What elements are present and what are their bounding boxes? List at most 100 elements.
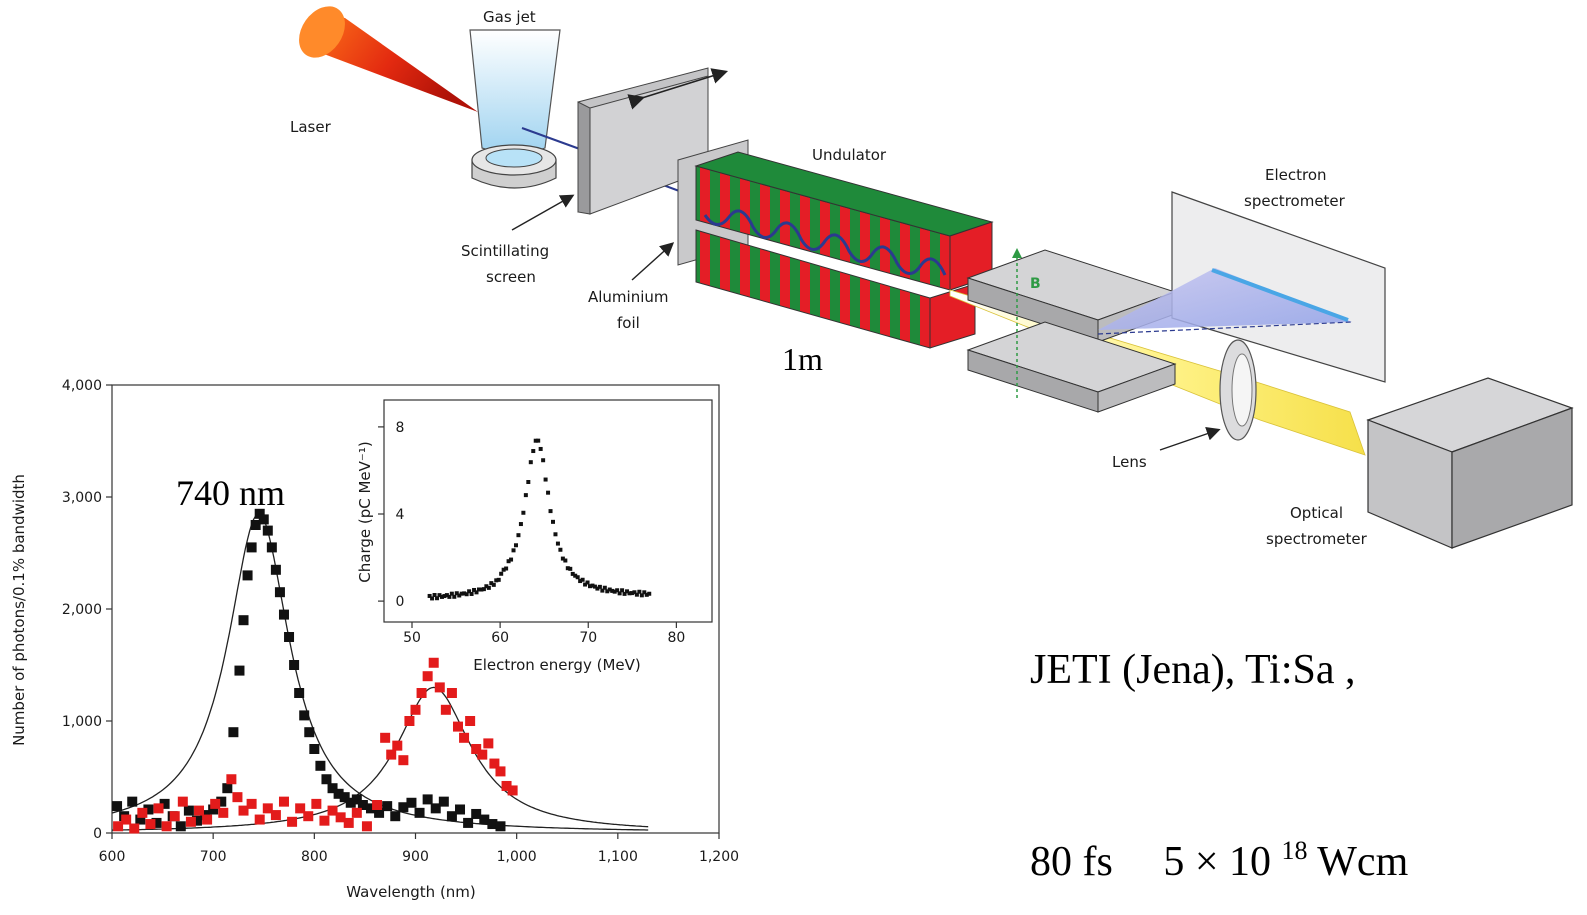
inset-data-point xyxy=(439,594,444,599)
data-point-black xyxy=(266,542,277,553)
data-point-black xyxy=(228,727,239,738)
data-point-red xyxy=(471,744,482,754)
caption: JETI (Jena), Ti:Sa , 80 fs 5 × 10 18 Wcm xyxy=(1030,647,1409,885)
data-point-red xyxy=(295,803,306,814)
inset-data-point xyxy=(642,590,647,595)
caption-line-2: 80 fs 5 × 10 18 Wcm xyxy=(1030,823,1409,885)
main-x-tick-label: 800 xyxy=(301,849,328,865)
inset-chart-points xyxy=(427,438,652,601)
main-y-tick-label: 1,000 xyxy=(62,714,102,730)
data-point-black xyxy=(438,796,449,807)
data-point-black xyxy=(382,801,393,812)
pointer-aluminium xyxy=(631,242,675,281)
data-point-black xyxy=(430,803,441,814)
inset-data-point xyxy=(499,571,504,576)
data-point-red xyxy=(113,821,124,832)
inset-data-point xyxy=(511,548,516,553)
data-point-red xyxy=(428,657,439,668)
label-undulator-length: 1m xyxy=(782,341,823,377)
inset-data-point xyxy=(563,558,568,563)
data-point-red xyxy=(386,749,397,760)
label-optical-spectrometer-1: Optical xyxy=(1290,504,1343,522)
main-x-tick-label: 1,100 xyxy=(598,849,638,865)
data-point-red xyxy=(434,682,445,693)
inset-data-point xyxy=(600,588,605,593)
data-point-black xyxy=(250,520,261,530)
data-point-black xyxy=(309,744,320,754)
pointer-lens xyxy=(1159,427,1221,451)
inset-data-point xyxy=(585,580,590,585)
data-point-red xyxy=(392,740,403,751)
inset-data-point xyxy=(560,556,565,561)
inset-chart-frame xyxy=(383,399,713,623)
data-point-red xyxy=(489,758,500,769)
data-point-red xyxy=(422,671,433,682)
fit-curve xyxy=(112,686,649,831)
data-point-black xyxy=(374,807,385,818)
inset-data-point xyxy=(622,591,627,596)
inset-data-point xyxy=(430,596,435,601)
inset-data-point xyxy=(513,543,518,548)
data-point-black xyxy=(238,615,249,626)
data-point-red xyxy=(262,803,273,814)
data-point-black xyxy=(143,804,154,815)
data-point-black xyxy=(274,587,285,598)
label-lens: Lens xyxy=(1112,453,1147,471)
data-point-black xyxy=(246,542,257,553)
inset-data-point xyxy=(533,438,538,443)
data-point-black xyxy=(270,564,281,575)
data-point-red xyxy=(319,815,330,826)
data-point-black xyxy=(414,807,425,818)
inset-data-point xyxy=(541,458,546,463)
data-point-black xyxy=(463,817,474,828)
inset-data-point xyxy=(528,460,533,465)
inset-data-point xyxy=(592,584,597,589)
inset-data-point xyxy=(634,592,639,597)
data-point-black xyxy=(208,804,219,815)
peak-annotation: 740 nm xyxy=(176,473,285,513)
inset-data-point xyxy=(575,575,580,580)
inset-data-point xyxy=(459,591,464,596)
data-point-black xyxy=(345,797,356,808)
label-scintillating-2: screen xyxy=(486,268,536,286)
main-x-tick-label: 700 xyxy=(200,849,227,865)
pointer-scintillating xyxy=(511,194,575,231)
inset-data-point xyxy=(620,588,625,593)
inset-data-point xyxy=(546,490,551,495)
label-optical-spectrometer-2: spectrometer xyxy=(1266,530,1368,548)
data-point-black xyxy=(127,796,138,807)
inset-x-axis-title: Electron energy (MeV) xyxy=(473,656,640,674)
inset-data-point xyxy=(509,557,514,562)
inset-data-point xyxy=(526,480,531,485)
data-point-red xyxy=(361,821,372,832)
data-point-red xyxy=(202,814,213,825)
data-point-red xyxy=(161,821,172,832)
experimental-setup: Laser Gas jet Scintillating screen Alumi… xyxy=(290,6,1574,549)
main-x-axis-title: Wavelength (nm) xyxy=(346,883,476,901)
inset-data-point xyxy=(558,547,563,552)
lens xyxy=(1219,339,1257,441)
data-point-red xyxy=(343,817,354,828)
inset-data-point xyxy=(491,582,496,587)
dipole-magnet xyxy=(966,248,1177,413)
main-x-tick-label: 1,000 xyxy=(497,849,537,865)
data-point-red xyxy=(270,810,281,821)
data-point-black xyxy=(304,727,315,738)
data-point-black xyxy=(479,814,490,825)
inset-data-point xyxy=(543,477,548,482)
caption-line-1: JETI (Jena), Ti:Sa , xyxy=(1030,647,1356,693)
inset-data-point xyxy=(590,583,595,588)
data-point-red xyxy=(452,721,463,732)
data-point-black xyxy=(398,802,409,813)
label-aluminium-1: Aluminium xyxy=(588,288,669,306)
inset-data-point xyxy=(607,587,612,592)
data-point-red xyxy=(246,798,257,809)
main-x-tick-label: 600 xyxy=(99,849,126,865)
label-electron-spectrometer-1: Electron xyxy=(1265,166,1327,184)
inset-data-point xyxy=(464,592,469,597)
inset-data-point xyxy=(518,522,523,527)
gas-nozzle xyxy=(471,144,557,189)
